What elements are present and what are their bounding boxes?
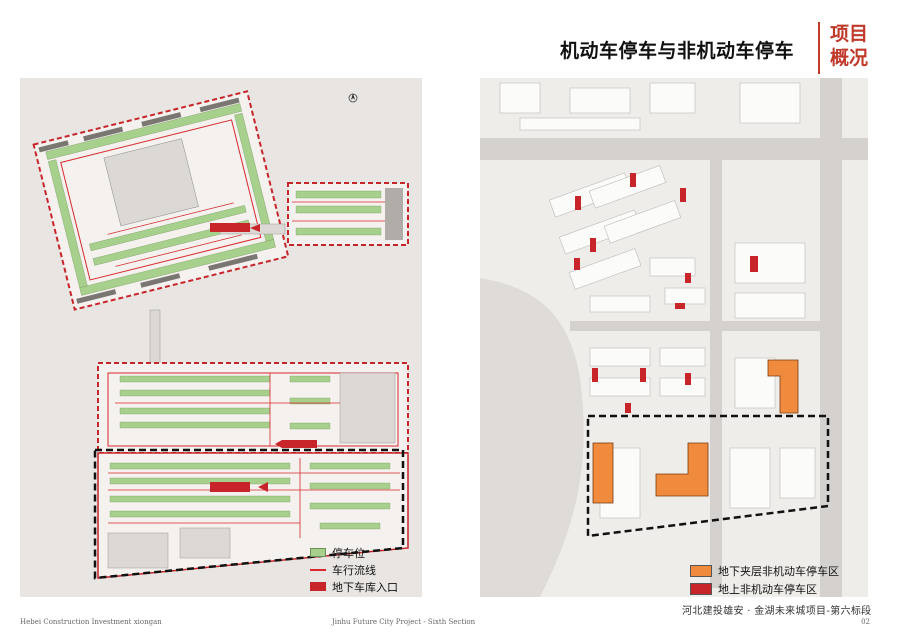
parking-plan-svg	[32, 90, 409, 580]
legend-label: 车行流线	[332, 563, 376, 577]
legend-item-underground-bike: 地下夹层非机动车停车区	[690, 562, 839, 580]
lower-block-north	[97, 362, 409, 454]
legend-item-ground-bike: 地上非机动车停车区	[690, 580, 839, 598]
footer-project: Jinhu Future City Project - Sixth Sectio…	[332, 618, 476, 626]
section-label-line1: 项目	[830, 23, 869, 45]
legend-label: 地下车库入口	[332, 580, 398, 594]
page-number: 02	[861, 618, 870, 626]
legend-item-flow: 车行流线	[310, 561, 398, 578]
red-swatch	[690, 583, 712, 595]
page-title: 机动车停车与非机动车停车	[560, 40, 795, 62]
ground-bike-parking-markers	[574, 173, 758, 413]
legend-label: 地上非机动车停车区	[718, 583, 817, 596]
site-plan-svg	[480, 78, 868, 597]
footer-company: Hebei Construction Investment xiongan	[20, 618, 162, 626]
garage-entrance-2	[282, 440, 317, 448]
upper-right-block	[287, 182, 409, 246]
footer-project-name: 河北建投雄安 · 金湖未来城项目-第六标段	[682, 606, 872, 617]
garage-entrance-3	[210, 482, 250, 492]
orange-swatch	[690, 565, 712, 577]
building-footprints	[499, 82, 816, 519]
phase-boundary-right	[586, 414, 830, 538]
legend-label: 停车位	[332, 546, 365, 560]
north-arrow-icon	[348, 93, 358, 103]
parking-plan-map	[20, 78, 422, 597]
garage-entrance-1	[210, 223, 250, 232]
entrance-swatch	[310, 582, 326, 591]
upper-block	[32, 90, 290, 311]
section-label: 项目 概况	[818, 22, 886, 74]
left-legend: 停车位 车行流线 地下车库入口	[310, 544, 398, 595]
legend-label: 地下夹层非机动车停车区	[718, 565, 839, 578]
legend-item-entrance: 地下车库入口	[310, 578, 398, 595]
section-label-line2: 概况	[830, 47, 869, 69]
underground-bike-parking-zones	[592, 359, 799, 504]
flow-swatch	[310, 568, 326, 571]
lower-block-south	[97, 452, 409, 579]
right-legend: 地下夹层非机动车停车区 地上非机动车停车区	[690, 562, 839, 598]
site-plan-map	[480, 78, 868, 597]
parking-swatch	[310, 548, 326, 557]
legend-item-parking: 停车位	[310, 544, 398, 561]
